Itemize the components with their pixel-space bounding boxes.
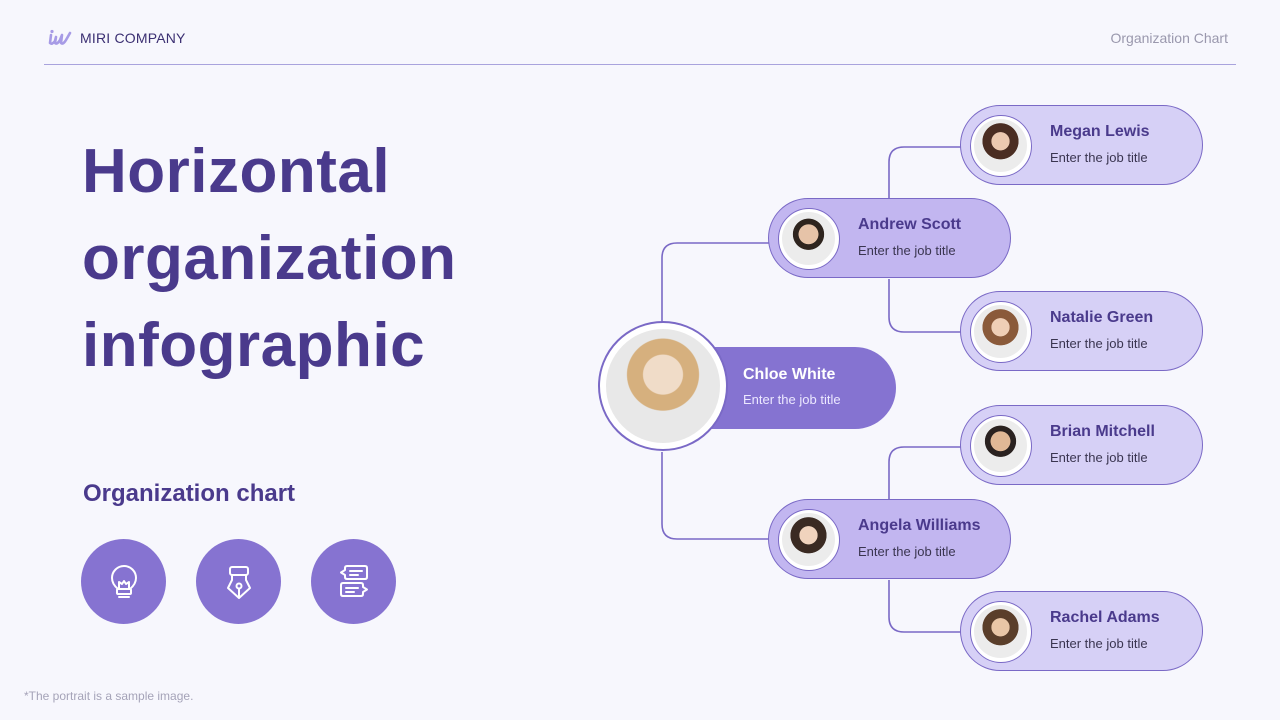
- avatar: [970, 301, 1032, 363]
- job-title[interactable]: Enter the job title: [858, 544, 956, 559]
- title-line-2: organization: [82, 224, 457, 293]
- chat-badge: [311, 539, 396, 624]
- title-line-3: infographic: [82, 311, 426, 380]
- person-name: Andrew Scott: [858, 216, 962, 233]
- job-title[interactable]: Enter the job title: [858, 243, 956, 258]
- feature-icon-row: [81, 539, 396, 624]
- pen-nib-icon: [226, 565, 251, 599]
- header-divider: [44, 64, 1236, 65]
- job-title[interactable]: Enter the job title: [1050, 150, 1148, 165]
- root-job-title[interactable]: Enter the job title: [743, 392, 841, 407]
- lightbulb-icon: [110, 564, 137, 598]
- person-name: Natalie Green: [1050, 309, 1154, 326]
- manager-node-andrew-scott[interactable]: Andrew Scott Enter the job title: [768, 198, 1011, 278]
- report-node-megan-lewis[interactable]: Megan Lewis Enter the job title: [960, 105, 1203, 185]
- root-avatar: [598, 321, 728, 451]
- avatar: [778, 208, 840, 270]
- page-title: Horizontal organization infographic: [82, 128, 562, 389]
- manager-node-angela-williams[interactable]: Angela Williams Enter the job title: [768, 499, 1011, 579]
- miri-logo-icon: [48, 29, 72, 45]
- person-name: Megan Lewis: [1050, 123, 1150, 140]
- job-title[interactable]: Enter the job title: [1050, 636, 1148, 651]
- company-logo: MIRI COMPANY: [48, 29, 186, 47]
- avatar: [970, 601, 1032, 663]
- person-name: Angela Williams: [858, 517, 981, 534]
- footnote: *The portrait is a sample image.: [24, 689, 194, 703]
- avatar: [778, 509, 840, 571]
- pen-badge: [196, 539, 281, 624]
- person-name: Rachel Adams: [1050, 609, 1160, 626]
- avatar: [970, 415, 1032, 477]
- person-name: Brian Mitchell: [1050, 423, 1155, 440]
- section-subtitle: Organization chart: [83, 480, 296, 507]
- avatar: [970, 115, 1032, 177]
- lightbulb-badge: [81, 539, 166, 624]
- brand-name: MIRI COMPANY: [80, 30, 186, 46]
- chat-bubbles-icon: [339, 564, 368, 597]
- title-line-1: Horizontal: [82, 137, 391, 206]
- report-node-natalie-green[interactable]: Natalie Green Enter the job title: [960, 291, 1203, 371]
- job-title[interactable]: Enter the job title: [1050, 336, 1148, 351]
- job-title[interactable]: Enter the job title: [1050, 450, 1148, 465]
- report-node-rachel-adams[interactable]: Rachel Adams Enter the job title: [960, 591, 1203, 671]
- report-node-brian-mitchell[interactable]: Brian Mitchell Enter the job title: [960, 405, 1203, 485]
- root-name: Chloe White: [743, 366, 836, 383]
- section-label: Organization Chart: [1110, 30, 1228, 46]
